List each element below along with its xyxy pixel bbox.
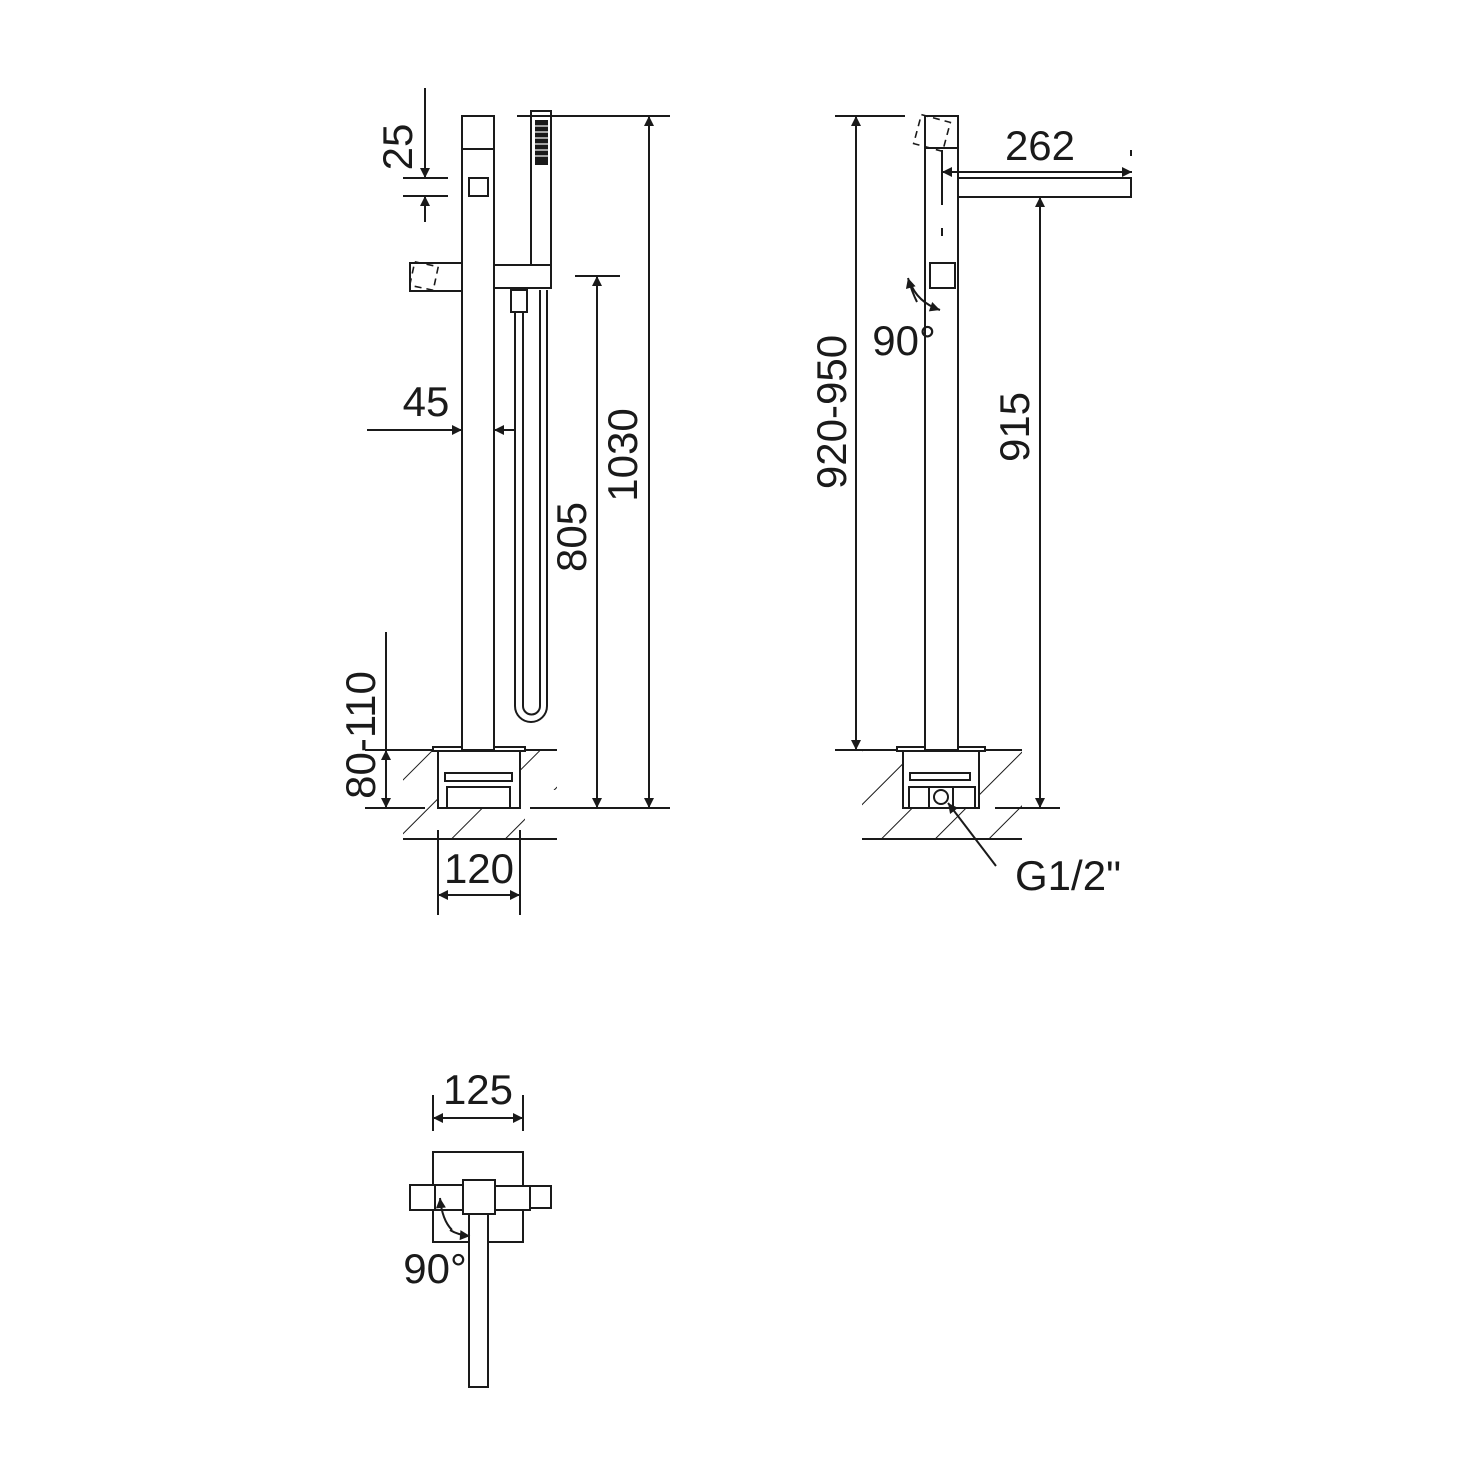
hand-shower-front bbox=[493, 110, 552, 723]
base-front bbox=[432, 746, 526, 809]
dimension-label: 80-110 bbox=[337, 671, 384, 799]
connection-label: G1/2" bbox=[1015, 852, 1121, 899]
mixer-body-side: 90° bbox=[872, 113, 1132, 751]
dimension-262: 262 bbox=[942, 122, 1132, 177]
dimension-25: 25 bbox=[374, 88, 448, 222]
rotation-label: 90° bbox=[872, 317, 936, 364]
connection-g12-icon bbox=[933, 789, 949, 805]
dimension-label: 805 bbox=[548, 502, 595, 572]
rotation-label: 90° bbox=[403, 1245, 467, 1292]
dimension-label: 120 bbox=[444, 845, 514, 892]
dimension-label: 915 bbox=[991, 392, 1038, 462]
dimension-45: 45 bbox=[367, 378, 515, 435]
dimension-label: 1030 bbox=[599, 408, 646, 501]
top-view: 125 90° bbox=[403, 1066, 552, 1388]
side-view: 90° 920-950 262 915 G1/2" bbox=[808, 113, 1132, 899]
dimension-label: 920-950 bbox=[808, 335, 855, 489]
front-view: 25 45 805 1030 80-110 bbox=[337, 88, 670, 915]
dimension-915: 915 bbox=[991, 197, 1045, 808]
dimension-1030: 1030 bbox=[517, 115, 670, 808]
mixer-body-front bbox=[408, 115, 495, 751]
mixer-top: 90° bbox=[403, 1151, 552, 1388]
dimension-label: 262 bbox=[1005, 122, 1075, 169]
dimension-920-950: 920-950 bbox=[808, 115, 905, 750]
dimension-label: 125 bbox=[443, 1066, 513, 1113]
dimension-125: 125 bbox=[432, 1066, 524, 1131]
dimension-label: 25 bbox=[374, 124, 421, 171]
connection-callout: G1/2" bbox=[947, 802, 1121, 899]
dimension-80-110: 80-110 bbox=[337, 632, 391, 808]
dimension-label: 45 bbox=[403, 378, 450, 425]
dimension-805: 805 bbox=[548, 275, 620, 808]
base-side bbox=[896, 746, 986, 809]
dimension-120: 120 bbox=[437, 830, 521, 915]
